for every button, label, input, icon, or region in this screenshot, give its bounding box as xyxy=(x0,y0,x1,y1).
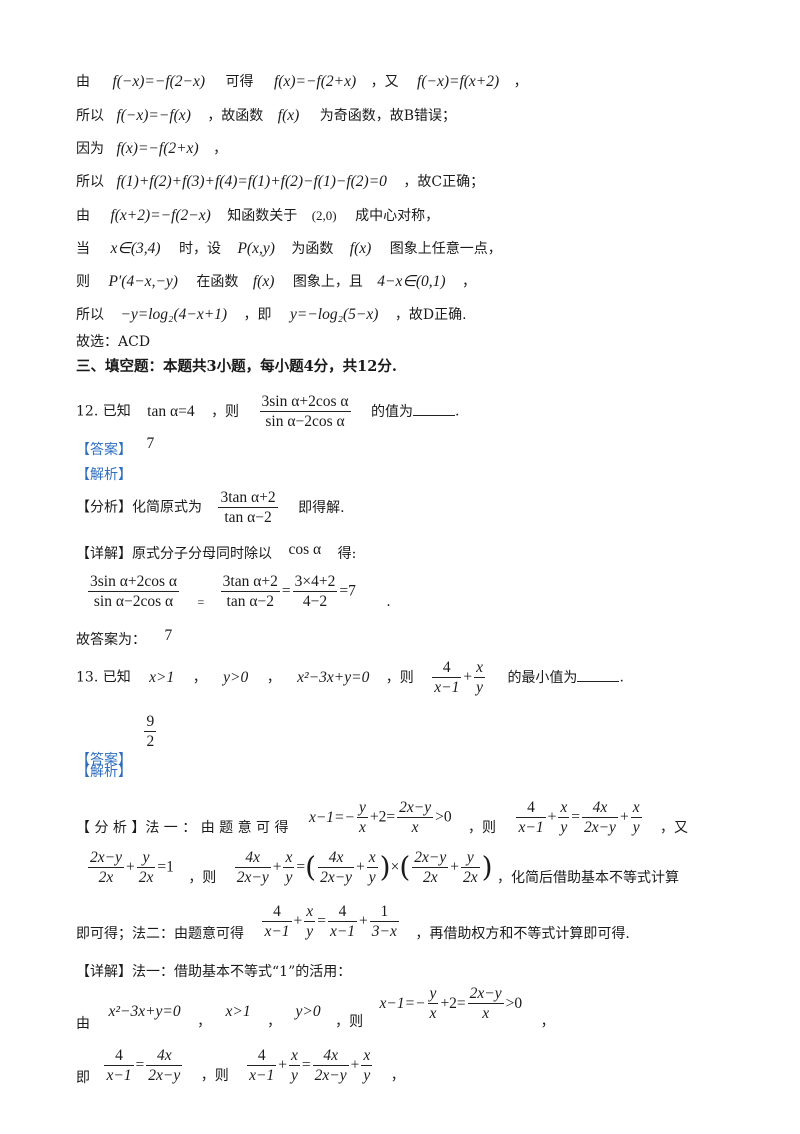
formula: (2,0) xyxy=(311,208,337,223)
solution-line-7: 则 P′(4−x,−y) 在函数 f(x) 图象上，且 4−x∈(0,1) ， xyxy=(76,273,477,290)
fraction: 3tan α+2 tan α−2 xyxy=(218,489,278,526)
answer-tag: 【答案】 xyxy=(76,442,132,458)
solution-line-3: 因为 f(x)=−f(2+x) ， xyxy=(76,140,228,157)
solution-line-1: 由 f(−x)=−f(2−x) 可得 f(x)=−f(2+x) ，又 f(−x)… xyxy=(76,73,528,90)
formula: tan α=4 xyxy=(147,402,195,420)
fraction: 4 x−1 xyxy=(432,659,462,696)
formula: f(−x)=−f(2−x) xyxy=(112,73,206,90)
formula: 4−x∈(0,1) xyxy=(377,273,446,290)
fraction: 3tan α+2 tan α−2 xyxy=(220,573,280,610)
answer-line-12: 【答案】 7 xyxy=(76,435,154,460)
fraction: 3sin α+2cos α sin α−2cos α xyxy=(259,393,351,430)
answer-fraction: 9 2 xyxy=(144,713,157,750)
formula: cos α xyxy=(288,541,322,558)
analysis-line-12: 【分析】化简原式为 3tan α+2 tan α−2 即得解. xyxy=(76,489,345,526)
formula: P′(4−x,−y) xyxy=(108,273,178,290)
fraction: 3×4+2 4−2 xyxy=(292,573,338,610)
solution-line-9: 故选：ACD xyxy=(76,334,151,350)
section-heading: 三、填空题：本题共3小题，每小题4分，共12分. xyxy=(76,358,397,375)
formula: x²−3x+y=0 xyxy=(297,668,370,686)
question-13: 13. 已知 x>1 ， y>0 ， x²−3x+y=0 ，则 4 x−1 + … xyxy=(76,659,624,696)
formula: x>1 xyxy=(149,668,175,686)
formula: f(x) xyxy=(277,107,300,124)
detail-line-13: 【详解】法一：借助基本不等式“1”的活用： xyxy=(76,964,352,980)
solution-line-6: 当 x∈(3,4) 时，设 P(x,y) 为函数 f(x) 图象上任意一点， xyxy=(76,240,502,257)
formula: f(x)=−f(2+x) xyxy=(273,73,357,90)
solution-line-8: 所以 −y=log₂(4−x+1) ，即 y=−log₂(5−x) ，故D正确. xyxy=(76,306,467,323)
formula: f(x) xyxy=(349,240,372,257)
final-answer-12: 故答案为： 7 xyxy=(76,627,173,648)
analysis-tag-13: 【解析】 xyxy=(76,764,132,780)
formula: f(x)=−f(2+x) xyxy=(116,140,199,157)
formula: f(−x)=f(x+2) xyxy=(417,73,500,90)
answer-value: 7 xyxy=(146,435,155,452)
question-12: 12. 已知 tan α=4 ，则 3sin α+2cos α sin α−2c… xyxy=(76,393,460,430)
formula: y>0 xyxy=(223,668,249,686)
formula: f(1)+f(2)+f(3)+f(4)=f(1)+f(2)−f(1)−f(2)=… xyxy=(116,173,387,190)
formula: f(x+2)=−f(2−x) xyxy=(110,207,211,224)
fraction: 3sin α+2cos α sin α−2cos α xyxy=(88,573,179,610)
fraction: x y xyxy=(474,659,485,696)
calc-line-12: 3sin α+2cos α sin α−2cos α = 3tan α+2 ta… xyxy=(88,573,391,610)
formula: −y=log₂(4−x+1) xyxy=(120,306,228,323)
answer-tag: 【答案】 xyxy=(76,751,132,768)
analysis-tag-12: 【解析】 xyxy=(76,467,132,483)
answer-blank xyxy=(412,403,455,416)
formula: y=−log₂(5−x) xyxy=(289,306,379,323)
solution-line-5: 由 f(x+2)=−f(2−x) 知函数关于 (2,0) 成中心对称， xyxy=(76,207,440,224)
formula: P(x,y) xyxy=(237,240,275,257)
detail-line-12: 【详解】原式分子分母同时除以 cos α 得: xyxy=(76,541,357,562)
answer-line-13: 【答案】 9 2 xyxy=(76,712,158,768)
formula: f(−x)=−f(x) xyxy=(116,107,191,124)
formula: f(x) xyxy=(252,273,275,290)
formula: x∈(3,4) xyxy=(110,240,161,257)
solution-line-4: 所以 f(1)+f(2)+f(3)+f(4)=f(1)+f(2)−f(1)−f(… xyxy=(76,173,485,190)
answer-blank xyxy=(577,669,620,682)
solution-line-2: 所以 f(−x)=−f(x) ，故函数 f(x) 为奇函数，故B错误； xyxy=(76,107,457,124)
